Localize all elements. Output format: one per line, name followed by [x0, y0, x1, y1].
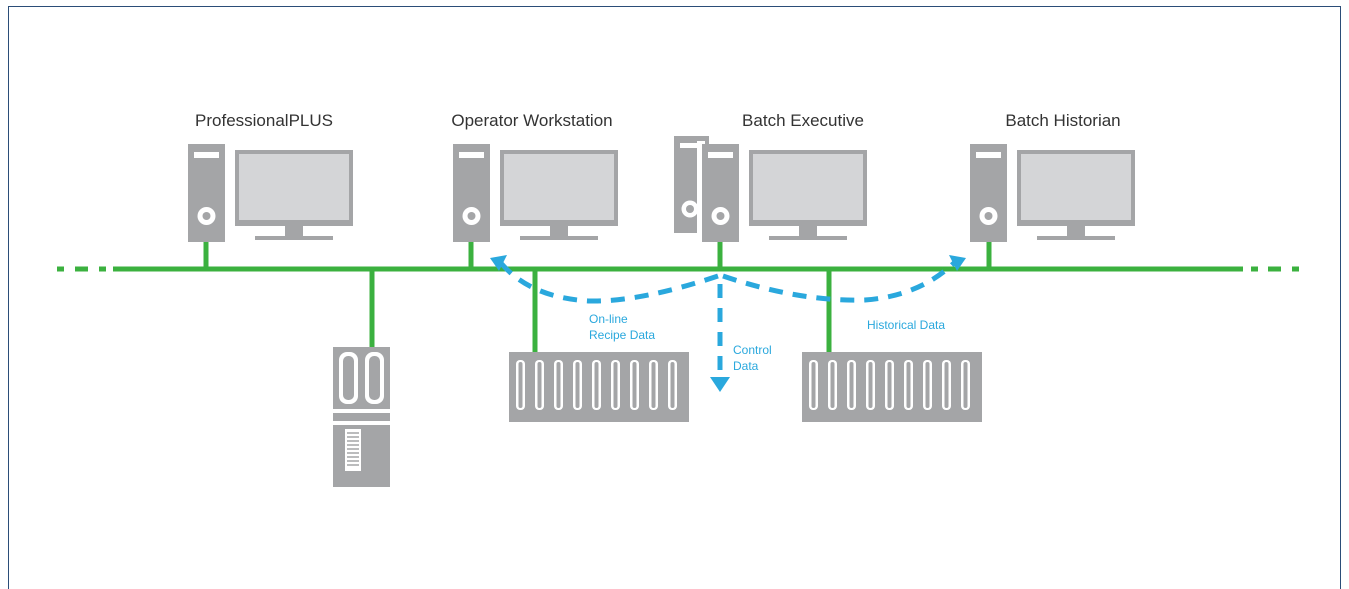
batch-historian-computer-icon [970, 144, 1135, 242]
batch-executive-computer-icon [674, 136, 867, 245]
control-network [57, 242, 1299, 352]
historical-data-flow-path [722, 260, 957, 303]
control-data-label-line2: Data [733, 359, 759, 373]
operator-workstation-computer-icon [453, 144, 618, 242]
control-data-label-line1: Control [733, 343, 772, 357]
station-label-batch-executive: Batch Executive [742, 111, 864, 130]
station-label-professionalplus: ProfessionalPLUS [195, 111, 333, 130]
io-cabinet-icon [333, 347, 390, 487]
recipe-data-arrowhead-icon [490, 255, 507, 271]
controller-rack-icon-1 [509, 352, 689, 422]
recipe-data-label-line1: On-line [589, 312, 628, 326]
recipe-data-label-line2: Recipe Data [589, 328, 655, 342]
recipe-data-flow-path [498, 260, 719, 304]
data-flow-arrows [498, 260, 957, 378]
historical-data-arrowhead-icon [949, 255, 966, 271]
control-data-arrowhead-icon [710, 377, 730, 392]
diagram-frame [8, 6, 1341, 589]
controller-rack-icon-2 [802, 352, 982, 422]
professionalplus-computer-icon [188, 144, 353, 242]
station-label-operator-workstation: Operator Workstation [451, 111, 612, 130]
station-label-batch-historian: Batch Historian [1005, 111, 1120, 130]
historical-data-label: Historical Data [867, 318, 945, 332]
